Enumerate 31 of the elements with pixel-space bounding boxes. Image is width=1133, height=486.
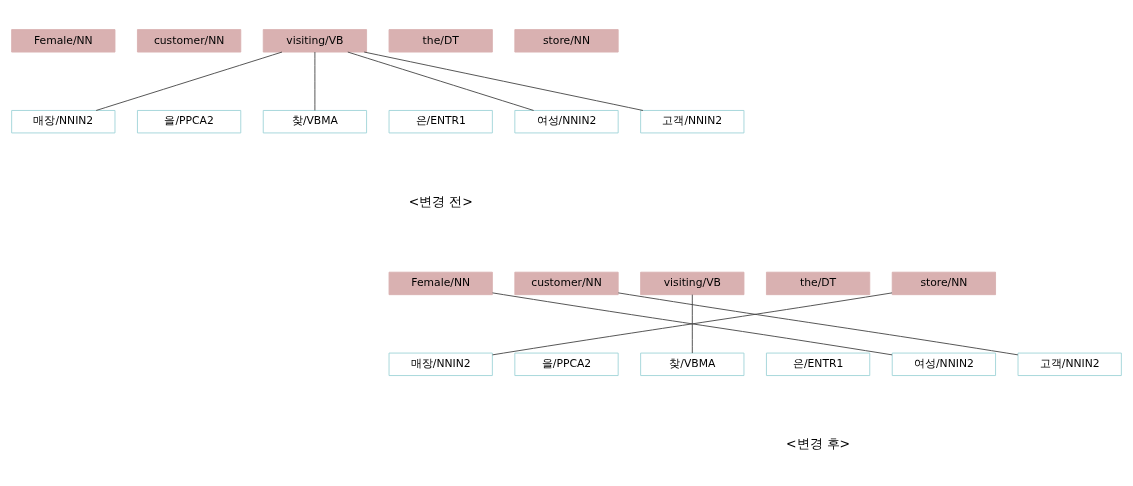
connector: [314, 51, 316, 111]
node-box: 고객/NNIN2: [640, 110, 745, 134]
label: <변경 전>: [408, 193, 473, 209]
node-box: 은/ENTR1: [765, 352, 871, 376]
node-box: 은/ENTR1: [388, 110, 493, 134]
node-box: 여성/NNIN2: [891, 352, 996, 376]
node-box: 매장/NNIN2: [388, 352, 493, 376]
node-box: store/NN: [891, 271, 996, 296]
node-box: visiting/VB: [262, 29, 367, 53]
node-box: 을/PPCA2: [137, 110, 242, 134]
connector: [347, 51, 535, 111]
node-box: 매장/NNIN2: [11, 110, 116, 134]
connector: [617, 292, 1019, 356]
node-box: 을/PPCA2: [514, 352, 619, 376]
node-box: the/DT: [388, 29, 493, 53]
connector: [492, 292, 893, 356]
connector: [691, 294, 693, 354]
label: <변경 후>: [786, 436, 851, 452]
connector: [363, 51, 644, 111]
node-box: store/NN: [514, 29, 619, 53]
node-box: 여성/NNIN2: [514, 110, 619, 134]
node-box: customer/NN: [137, 29, 242, 53]
node-box: Female/NN: [11, 29, 116, 53]
node-box: customer/NN: [514, 271, 619, 296]
node-box: visiting/VB: [640, 271, 745, 296]
node-box: 찾/VBMA: [640, 352, 745, 376]
node-box: 찾/VBMA: [262, 110, 367, 134]
node-box: the/DT: [765, 271, 871, 296]
node-box: 고객/NNIN2: [1017, 352, 1122, 376]
node-box: Female/NN: [388, 271, 493, 296]
connector: [95, 51, 283, 111]
